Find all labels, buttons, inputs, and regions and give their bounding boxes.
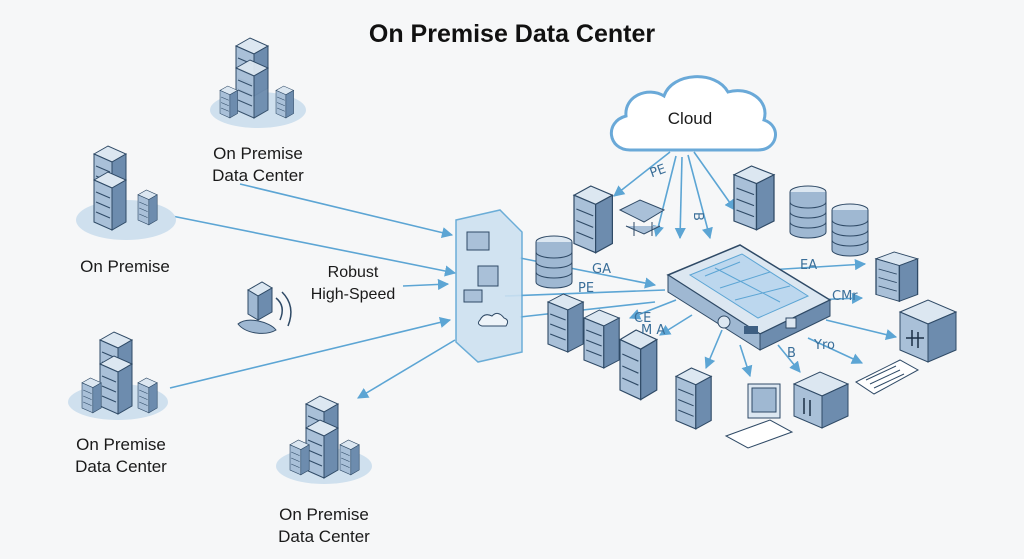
router-icon <box>237 281 292 334</box>
label-ea: EA <box>800 258 818 273</box>
label-line: Data Center <box>278 527 370 546</box>
label-line: On Premise <box>213 144 303 163</box>
label-on-premise: On Premise <box>80 257 170 276</box>
server-cluster-left <box>76 145 176 240</box>
label-cm: CMr <box>832 289 858 304</box>
server-cluster-bottom <box>276 395 372 484</box>
label-line: Robust <box>327 264 379 281</box>
label-ce: CE <box>634 311 652 326</box>
label-ga: GA <box>592 262 611 277</box>
page-title: On Premise Data Center <box>368 20 656 48</box>
cloud-icon <box>609 75 777 152</box>
label-b-low: B <box>787 346 796 361</box>
label-line: High-Speed <box>310 286 396 303</box>
label-dc-top: On Premise Data Center <box>196 143 320 187</box>
server-cluster-top <box>210 37 306 128</box>
label-dc-bottom: On Premise Data Center <box>262 504 386 548</box>
server-cluster-bottom-left <box>68 331 168 420</box>
label-robust-high-speed: Robust High-Speed <box>300 262 406 306</box>
label-b-vertical: B <box>690 212 705 221</box>
label-line: Data Center <box>212 166 304 185</box>
gateway-panel <box>455 209 523 363</box>
label-dc-bottom-left: On Premise Data Center <box>56 434 186 478</box>
right-servers <box>547 165 958 449</box>
label-cloud: Cloud <box>667 109 713 128</box>
storage-disk-icon <box>535 235 573 289</box>
label-pe-mid: PE <box>578 281 595 296</box>
label-yro: Yro <box>814 338 835 353</box>
label-line: On Premise <box>76 435 166 454</box>
label-line: On Premise <box>279 505 369 524</box>
label-line: Data Center <box>75 457 167 476</box>
central-hub <box>666 244 832 351</box>
label-m-a: M A <box>641 323 666 338</box>
